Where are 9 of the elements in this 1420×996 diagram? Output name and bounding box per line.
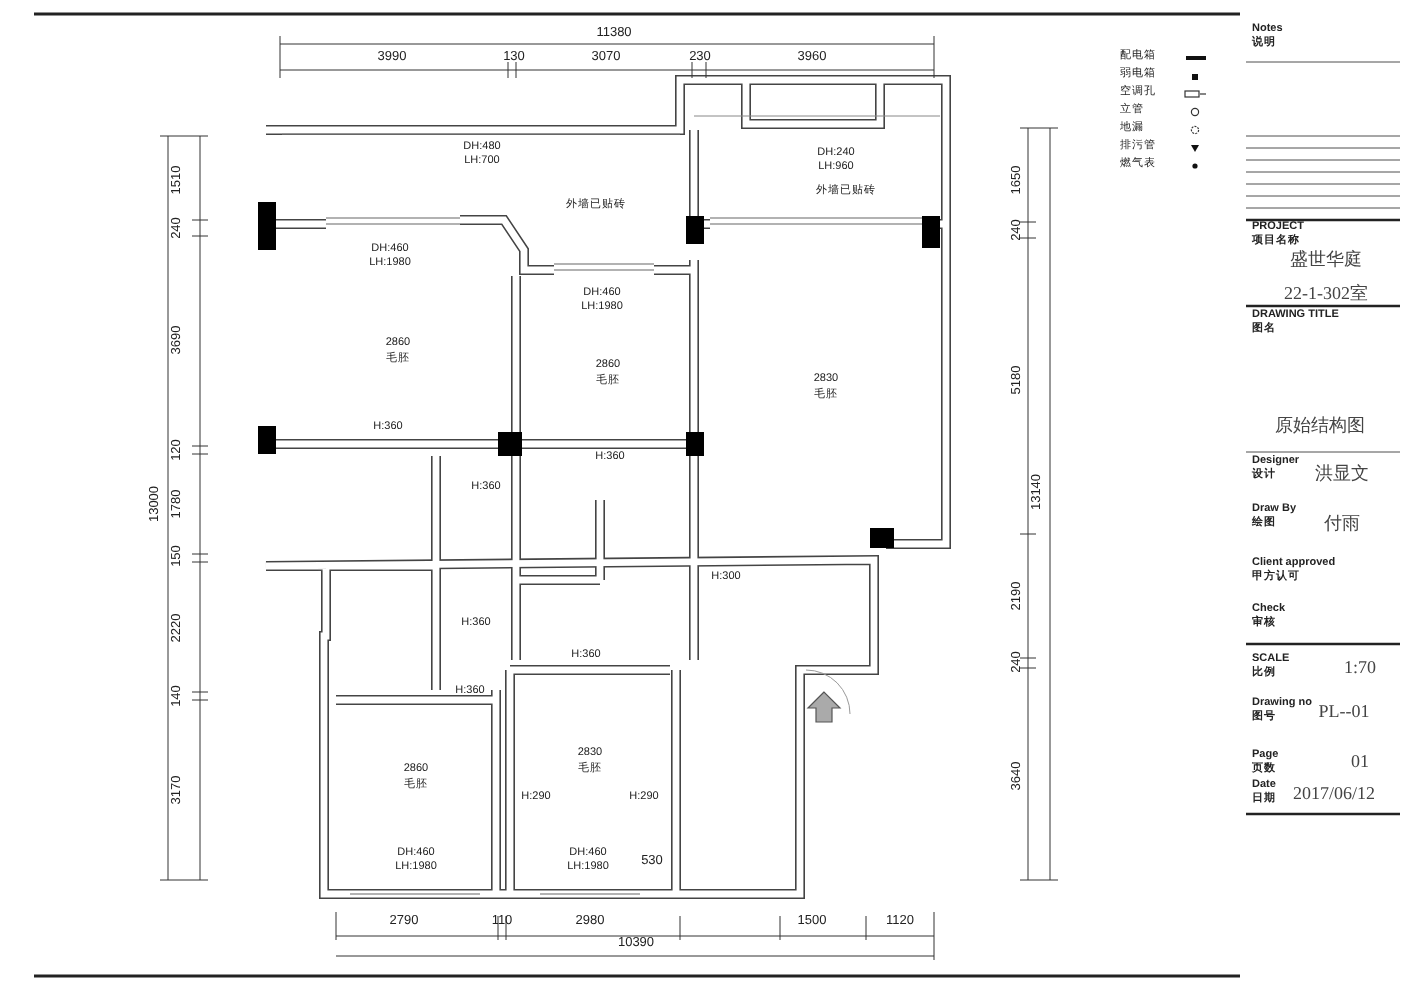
title-block-value: PL--01 <box>1318 703 1370 721</box>
title-block-value: 22-1-302室 <box>1284 285 1368 303</box>
title-block-value: 原始结构图 <box>1275 417 1365 435</box>
title-block-value: 盛世华庭 <box>1290 251 1362 269</box>
title-block-value: 2017/06/12 <box>1293 785 1375 803</box>
title-block-value: 洪显文 <box>1315 465 1369 483</box>
title-block-value: 01 <box>1351 753 1369 771</box>
title-block-value: 1:70 <box>1344 659 1376 677</box>
title-block-value: 付雨 <box>1324 515 1360 533</box>
